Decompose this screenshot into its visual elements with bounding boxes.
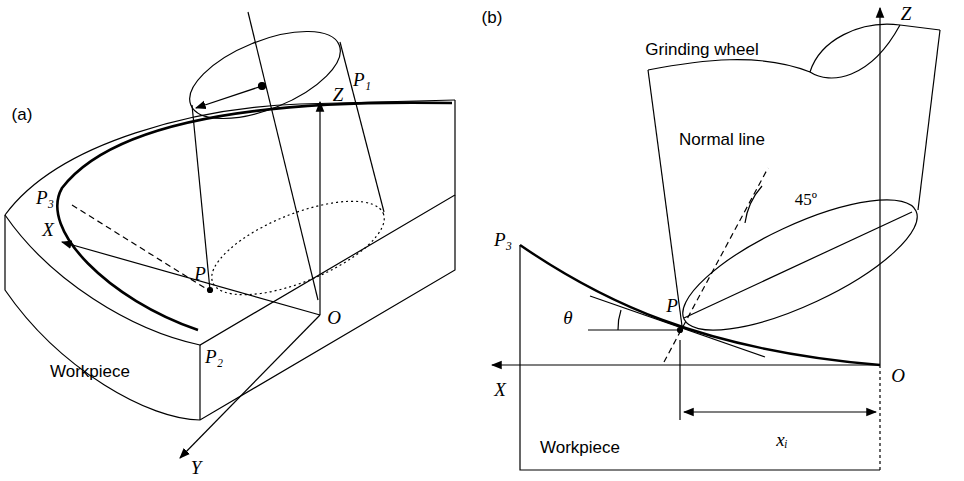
radius-arrow [196, 86, 262, 108]
horizontal-line [588, 329, 678, 330]
contact-point [678, 328, 683, 333]
symbol-label: Z [333, 85, 344, 106]
workpiece-edge [199, 345, 200, 420]
symbol-label: xᵢ [776, 430, 787, 451]
z-axis [319, 102, 320, 315]
wheel-bottom [200, 182, 396, 314]
symbol-label: X [42, 220, 54, 241]
wheel-side [648, 70, 682, 326]
symbol-label: θ [563, 308, 572, 329]
text-label: 45º [795, 191, 817, 210]
dashed-section [72, 205, 205, 288]
y-axis [180, 315, 320, 458]
wheel-axis [248, 12, 318, 300]
workpiece-side [5, 195, 455, 420]
tangent-line [590, 296, 765, 357]
symbol-label: Z [901, 4, 912, 25]
x-axis [62, 242, 320, 315]
theta-arc [618, 310, 621, 330]
wheel-center [259, 83, 266, 90]
workpiece-outline [520, 245, 880, 470]
dimension-line [684, 411, 876, 412]
contact-point [208, 288, 213, 293]
symbol-label: P₁ [353, 70, 371, 91]
profile-curve [520, 245, 880, 365]
workpiece-front-edge [5, 100, 455, 345]
symbol-label: P [666, 296, 678, 317]
symbol-label: P₃ [494, 230, 512, 251]
symbol-label: P₃ [36, 188, 54, 209]
text-label: Grinding wheel [645, 41, 758, 60]
wheel-side [340, 42, 384, 212]
text-label: (a) [12, 106, 33, 125]
normal-line [664, 168, 768, 362]
symbol-label: X [494, 380, 506, 401]
wheel-side [192, 105, 210, 290]
text-label: Normal line [679, 131, 765, 150]
extension-line [679, 340, 680, 420]
text-label: Workpiece [50, 363, 130, 382]
text-label: (b) [482, 9, 503, 28]
wheel-diameter [684, 212, 912, 318]
wheel-side [918, 30, 940, 210]
symbol-label: P [194, 264, 206, 285]
symbol-label: O [891, 366, 905, 387]
symbol-label: Y [191, 458, 202, 479]
wheel-top [178, 14, 352, 137]
workpiece-top-edge [5, 100, 455, 215]
x-axis [492, 364, 880, 365]
z-axis [879, 8, 880, 365]
axis-dotted [879, 365, 880, 470]
symbol-label: O [327, 308, 341, 329]
symbol-label: P₂ [205, 347, 223, 368]
wheel-bottom [667, 175, 933, 356]
text-label: Workpiece [540, 439, 620, 458]
profile-curve [57, 103, 452, 330]
angle-arc [745, 186, 762, 223]
wheel-cut [810, 25, 900, 78]
